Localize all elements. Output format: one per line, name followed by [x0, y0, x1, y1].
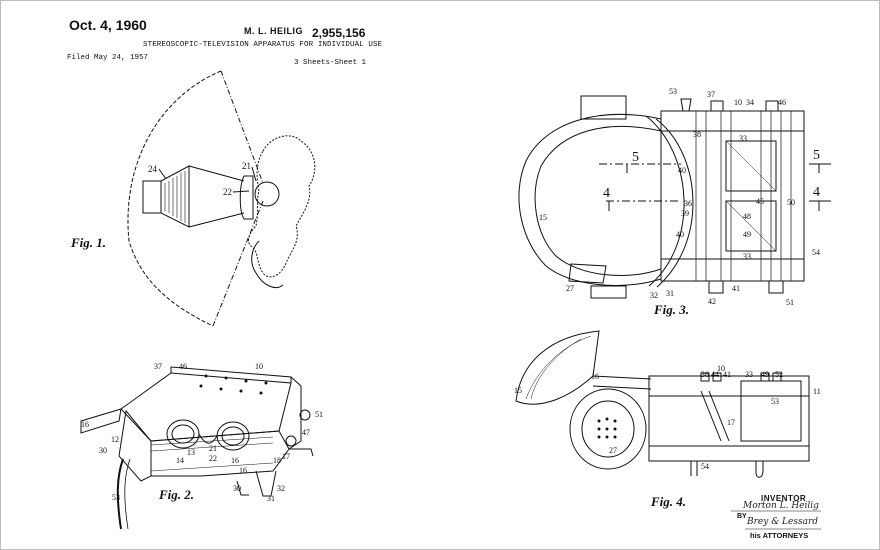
svg-text:53: 53: [771, 397, 779, 406]
svg-text:21: 21: [209, 444, 217, 453]
svg-text:11: 11: [813, 387, 821, 396]
svg-text:34: 34: [746, 98, 754, 107]
svg-text:46: 46: [179, 362, 187, 371]
patent-number: 2,955,156: [312, 26, 366, 40]
inventor-name: M. L. HEILIG: [244, 26, 303, 36]
svg-text:22: 22: [223, 187, 232, 197]
svg-text:5: 5: [813, 148, 820, 163]
svg-text:16: 16: [239, 466, 247, 475]
svg-text:36: 36: [701, 370, 709, 379]
svg-text:51: 51: [786, 298, 794, 307]
svg-text:27: 27: [566, 284, 574, 293]
figure-4: 16 15 10 36 44 41 33 49 52 11 53 17 27 5…: [514, 330, 821, 478]
attorneys-label: his ATTORNEYS: [750, 531, 809, 540]
svg-text:37: 37: [154, 362, 162, 371]
svg-text:30: 30: [99, 446, 107, 455]
svg-text:21: 21: [242, 161, 251, 171]
fig2-caption: Fig. 2.: [158, 487, 194, 502]
svg-text:17: 17: [727, 418, 735, 427]
svg-text:54: 54: [812, 248, 820, 257]
svg-text:5: 5: [632, 150, 639, 165]
svg-text:47: 47: [302, 428, 310, 437]
by-label: BY: [737, 513, 747, 520]
svg-text:32: 32: [650, 291, 658, 300]
fig1-caption: Fig. 1.: [70, 235, 106, 250]
svg-text:38: 38: [693, 130, 701, 139]
svg-text:32: 32: [277, 484, 285, 493]
svg-text:42: 42: [708, 297, 716, 306]
svg-text:24: 24: [148, 164, 158, 174]
svg-text:10: 10: [255, 362, 263, 371]
svg-text:49: 49: [743, 230, 751, 239]
svg-text:16: 16: [81, 420, 89, 429]
patent-title: STEREOSCOPIC-TELEVISION APPARATUS FOR IN…: [143, 41, 383, 49]
svg-text:22: 22: [209, 454, 217, 463]
fig4-caption: Fig. 4.: [650, 494, 686, 509]
svg-text:41: 41: [723, 370, 731, 379]
svg-text:36: 36: [684, 199, 692, 208]
svg-text:53: 53: [669, 87, 677, 96]
filed-date: Filed May 24, 1957: [67, 54, 149, 62]
svg-text:31: 31: [267, 494, 275, 503]
svg-text:16: 16: [231, 456, 239, 465]
svg-text:54: 54: [701, 462, 709, 471]
attorney-signature: Brey & Lessard: [747, 517, 819, 527]
svg-text:44: 44: [711, 370, 719, 379]
fig3-caption: Fig. 3.: [653, 302, 689, 317]
svg-text:49: 49: [761, 370, 769, 379]
svg-text:39: 39: [681, 209, 689, 218]
svg-text:33: 33: [743, 252, 751, 261]
svg-text:40: 40: [678, 166, 686, 175]
svg-text:13: 13: [187, 448, 195, 457]
svg-text:30: 30: [233, 484, 241, 493]
svg-text:40: 40: [676, 230, 684, 239]
svg-text:46: 46: [778, 98, 786, 107]
figure-3: 5 4 5 4 53 37 10 34 46 38 33 40 36 39 45…: [518, 87, 831, 307]
svg-text:53: 53: [112, 493, 120, 502]
svg-text:33: 33: [745, 370, 753, 379]
svg-text:10: 10: [734, 98, 742, 107]
svg-text:51: 51: [315, 410, 323, 419]
svg-text:18: 18: [273, 456, 281, 465]
inventor-signature: Morton L. Heilig: [743, 501, 819, 511]
svg-text:15: 15: [514, 386, 522, 395]
svg-text:4: 4: [603, 186, 610, 201]
svg-text:17: 17: [282, 452, 290, 461]
svg-text:15: 15: [539, 213, 547, 222]
svg-text:48: 48: [743, 212, 751, 221]
figure-2: 37 46 10 51 47 16 12 13 21 22 14 16 17 1…: [80, 362, 323, 530]
svg-text:16: 16: [591, 372, 599, 381]
svg-text:50: 50: [787, 198, 795, 207]
svg-text:45: 45: [756, 197, 764, 206]
svg-text:41: 41: [732, 284, 740, 293]
svg-text:10: 10: [717, 364, 725, 373]
svg-text:31: 31: [666, 289, 674, 298]
svg-text:12: 12: [111, 435, 119, 444]
svg-text:14: 14: [176, 456, 184, 465]
svg-text:27: 27: [609, 446, 617, 455]
svg-text:52: 52: [775, 370, 783, 379]
sheet-count: 3 Sheets-Sheet 1: [294, 59, 367, 67]
inventor-label: INVENTOR: [761, 494, 807, 503]
svg-text:37: 37: [707, 90, 715, 99]
figure-1: 24 21 22: [127, 70, 316, 327]
patent-date: Oct. 4, 1960: [69, 17, 147, 33]
svg-text:4: 4: [813, 185, 820, 200]
svg-text:33: 33: [739, 134, 747, 143]
